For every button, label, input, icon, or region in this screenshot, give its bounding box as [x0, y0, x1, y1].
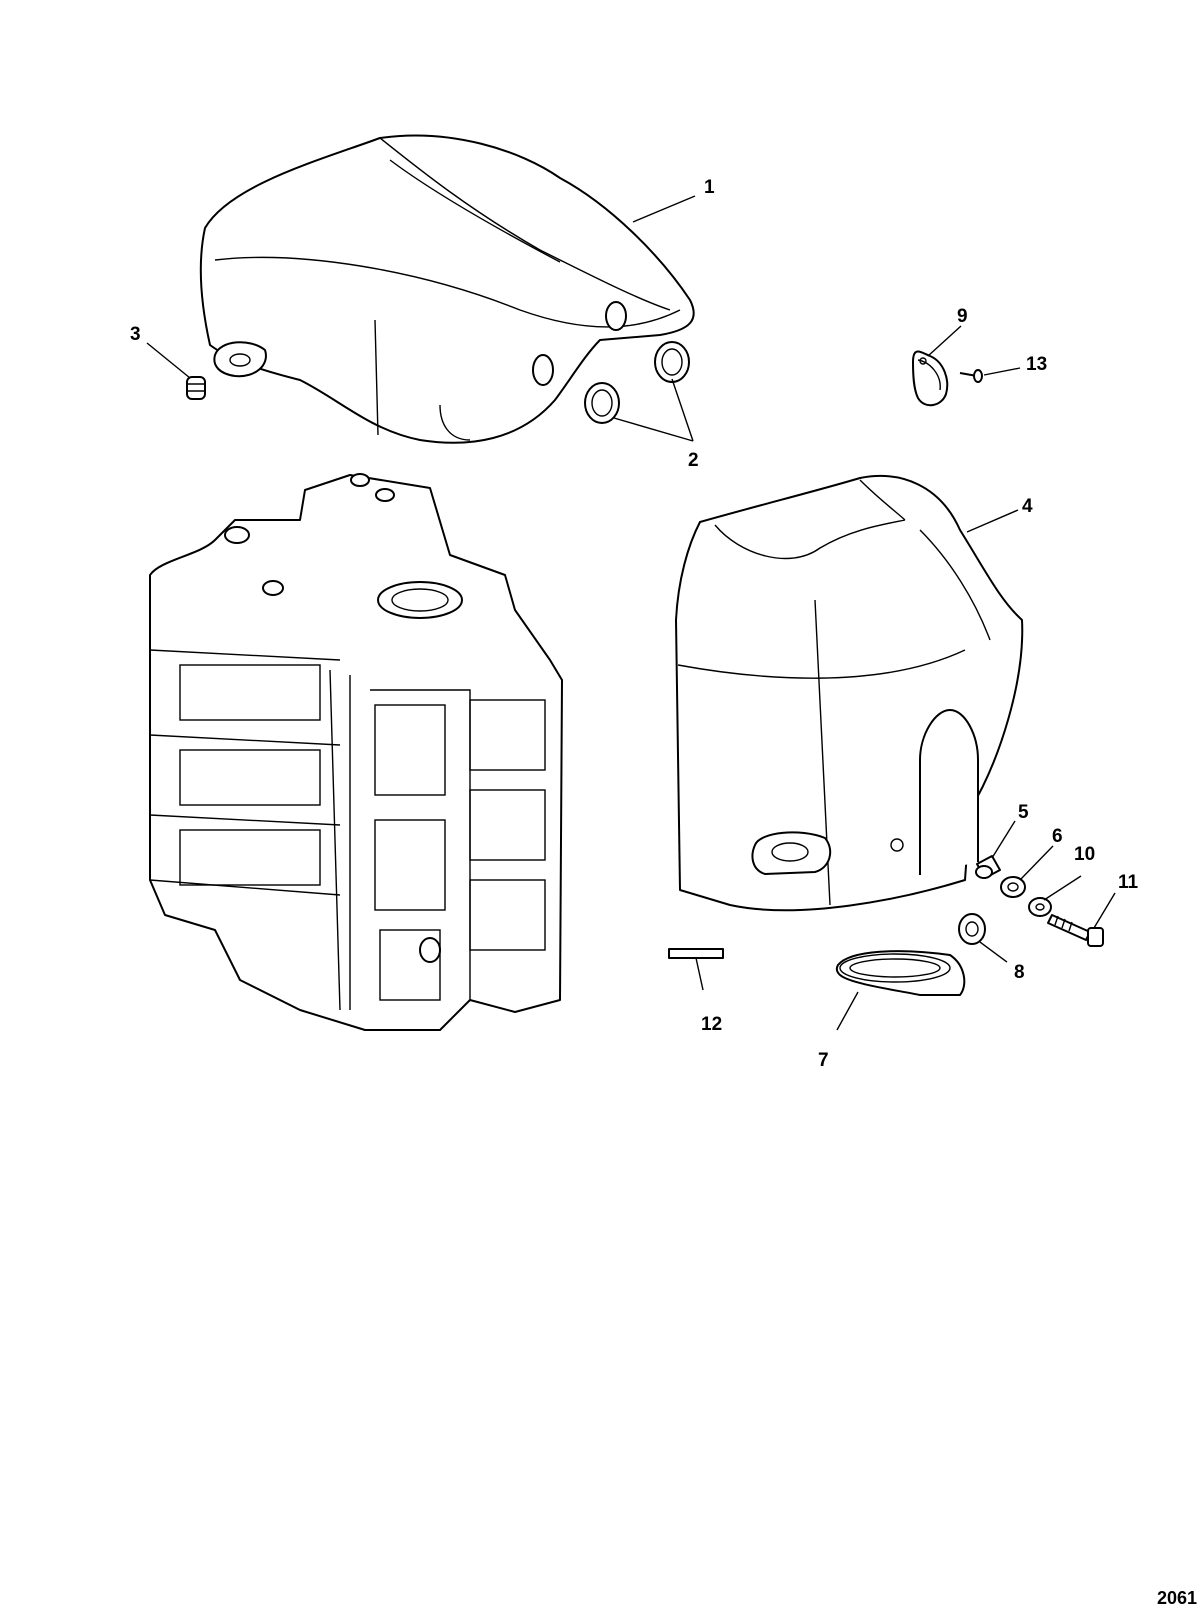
part-10-washer [1028, 897, 1052, 917]
part-2-grommets [584, 341, 690, 424]
callout-3: 3 [130, 324, 141, 345]
callout-2: 2 [688, 450, 699, 471]
callout-12: 12 [701, 1014, 722, 1035]
part-1-upper-cover [199, 134, 695, 444]
engine-block [149, 473, 563, 1031]
reference-number: 2061 [1157, 1588, 1197, 1608]
callout-labels: 1 2 3 4 5 6 7 8 9 10 11 12 13 [130, 177, 1139, 1071]
callout-10: 10 [1074, 844, 1095, 865]
callout-5: 5 [1018, 802, 1029, 823]
part-9-clamp [912, 350, 949, 407]
part-3-grommet [186, 376, 206, 400]
part-11-bolt [1047, 914, 1104, 947]
part-4-lower-cover [675, 474, 1024, 912]
callout-13: 13 [1026, 354, 1047, 375]
callout-8: 8 [1014, 962, 1025, 983]
callout-11: 11 [1118, 872, 1139, 893]
leader-lines [146, 195, 1116, 1031]
part-6-washer [1000, 876, 1026, 898]
callout-4: 4 [1022, 496, 1033, 517]
callout-6: 6 [1052, 826, 1063, 847]
part-5-bushing [975, 855, 1001, 879]
part-12-decal [668, 948, 724, 959]
part-8-grommet [958, 913, 986, 945]
part-7-seal [835, 950, 966, 996]
part-13-screw [959, 369, 983, 383]
callout-9: 9 [957, 306, 968, 327]
callout-7: 7 [818, 1050, 829, 1071]
callout-1: 1 [704, 177, 715, 198]
